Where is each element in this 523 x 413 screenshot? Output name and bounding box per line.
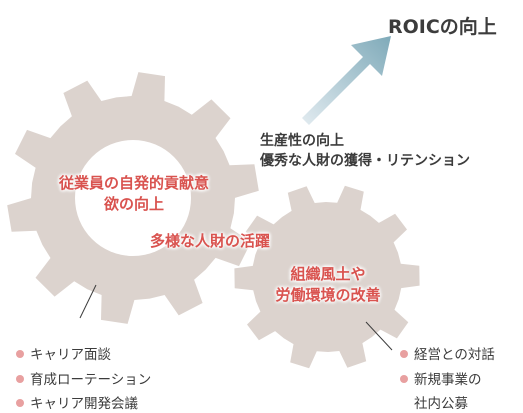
bullet-dot	[16, 350, 24, 358]
left-bullet-item: キャリア面談	[16, 343, 111, 363]
left-bullet-item: キャリア開発会議	[16, 392, 138, 412]
large-gear-label-line-1: 従業員の自発的貢献意	[58, 174, 209, 192]
small-gear-label-line-1: 組織風土や	[290, 265, 366, 283]
small-gear	[234, 185, 420, 369]
left-bullet-item: 育成ローテーション	[16, 368, 151, 388]
bullet-dot	[16, 375, 24, 383]
left-leader-line	[79, 284, 97, 319]
right-bullet-continuation: 社内公募	[414, 396, 468, 412]
right-bullet-item: 経営との対話	[400, 343, 495, 363]
large-gear-label-line-2: 欲の向上	[103, 195, 164, 213]
arrow-text-line-2: 優秀な人財の獲得・リテンション	[260, 153, 470, 169]
large-gear-hole	[75, 140, 191, 256]
right-bullet-item: 新規事業の	[400, 368, 482, 388]
bullet-dot	[400, 375, 408, 383]
bullet-dot	[16, 399, 24, 407]
bullet-dot	[400, 350, 408, 358]
right-leader-line	[365, 321, 393, 351]
arrow-text-line-1: 生産性の向上	[260, 133, 344, 149]
small-gear-label-line-2: 労働環境の改善	[275, 286, 381, 304]
middle-label: 多様な人財の活躍	[150, 232, 271, 250]
roic-title: ROICの向上	[388, 16, 497, 38]
growth-arrow	[302, 36, 391, 125]
